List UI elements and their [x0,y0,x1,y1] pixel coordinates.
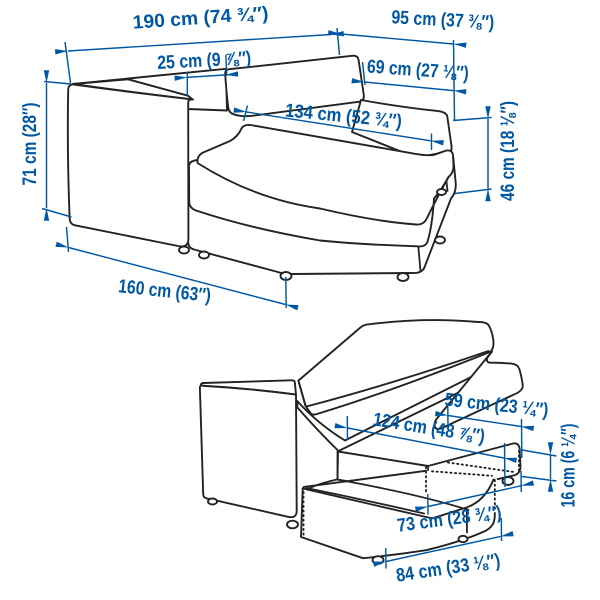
svg-text:95 cm (37 ⅜″): 95 cm (37 ⅜″) [391,7,495,33]
svg-text:71 cm (28″): 71 cm (28″) [20,103,41,186]
svg-text:46 cm (18 ⅛″): 46 cm (18 ⅛″) [498,101,519,201]
svg-text:25 cm (9 ⅞″): 25 cm (9 ⅞″) [157,48,252,74]
svg-text:16 cm (6 ¼″): 16 cm (6 ¼″) [559,424,580,508]
svg-text:190 cm (74 ¾″): 190 cm (74 ¾″) [132,3,269,33]
